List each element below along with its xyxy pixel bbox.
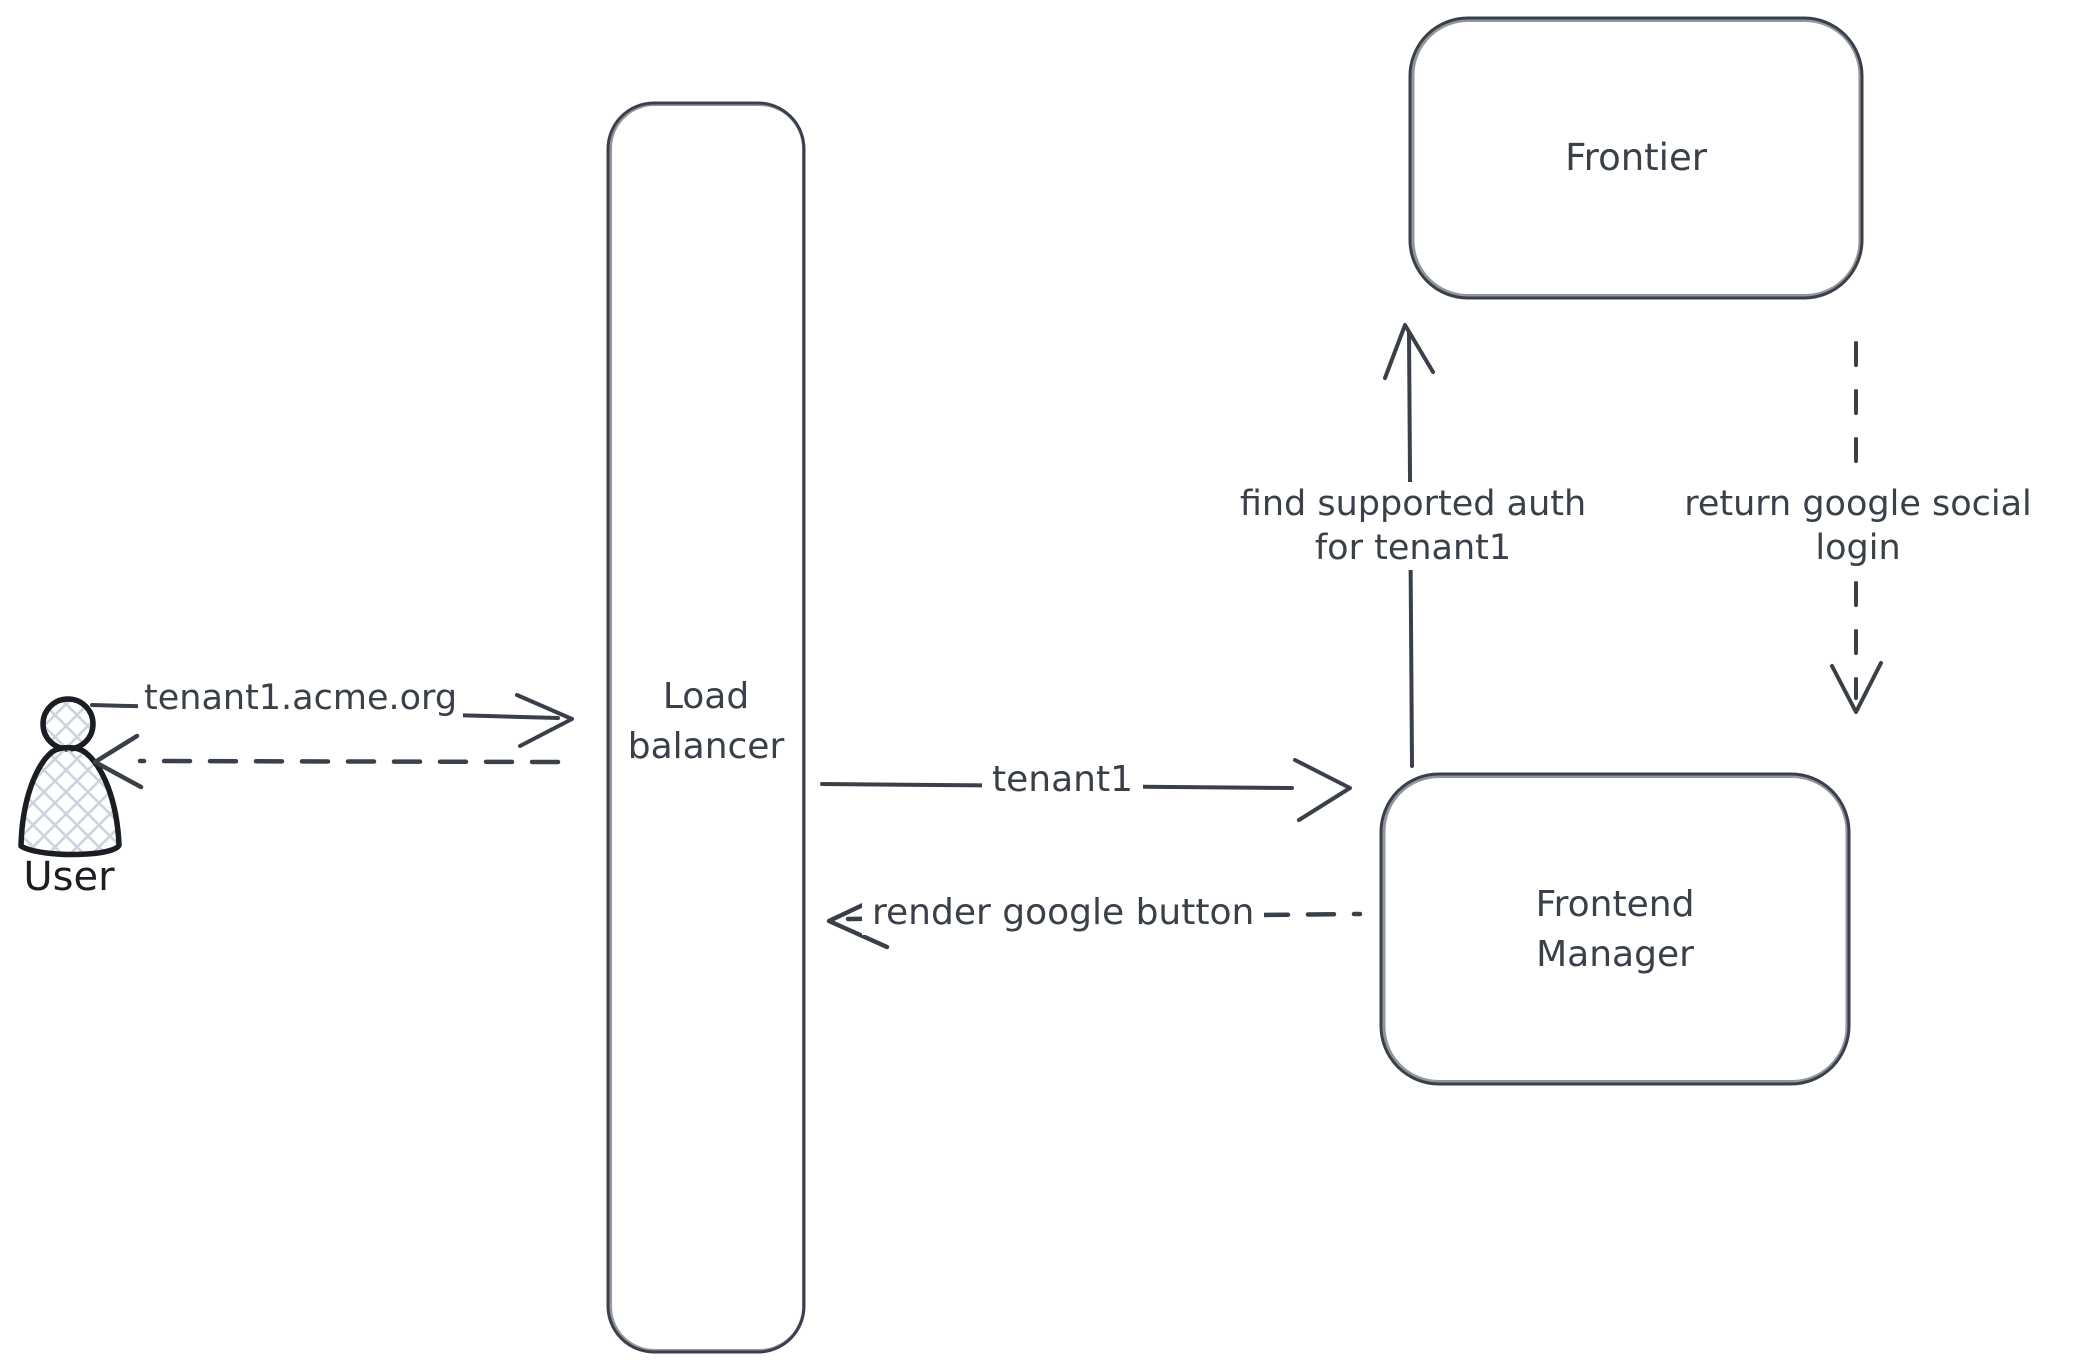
frontend-manager-box [1379, 772, 1851, 1086]
arrowhead-right [1293, 758, 1352, 822]
arrow-label-tenant1: tenant1 [982, 757, 1143, 802]
arrow-label-return-google-social-login: return google social login [1648, 482, 2068, 570]
arrowhead-up [1383, 323, 1435, 380]
arrow-label-find-supported-auth: find supported auth for tenant1 [1232, 482, 1594, 570]
arrow-label-render-google-button: render google button [862, 890, 1265, 935]
user-head [40, 696, 96, 752]
arrow-load-balancer-to-user [92, 733, 561, 790]
arrow-label-tenant1-acme-org: tenant1.acme.org [138, 676, 464, 720]
frontier-box [1408, 16, 1864, 300]
arrowhead-down [1830, 661, 1883, 714]
arrow-frontier-to-frontend-manager [1830, 341, 1883, 714]
user-actor-icon [18, 696, 122, 858]
frontier-label: Frontier [1565, 136, 1707, 179]
frontend-manager-label: Frontend Manager [1535, 884, 1695, 975]
user-body [18, 744, 122, 858]
arrowhead-left [92, 733, 144, 790]
load-balancer-box [606, 101, 806, 1354]
arrowhead-right [515, 693, 574, 748]
load-balancer-label: Load balancer [627, 676, 785, 767]
user-label: User [23, 854, 115, 900]
